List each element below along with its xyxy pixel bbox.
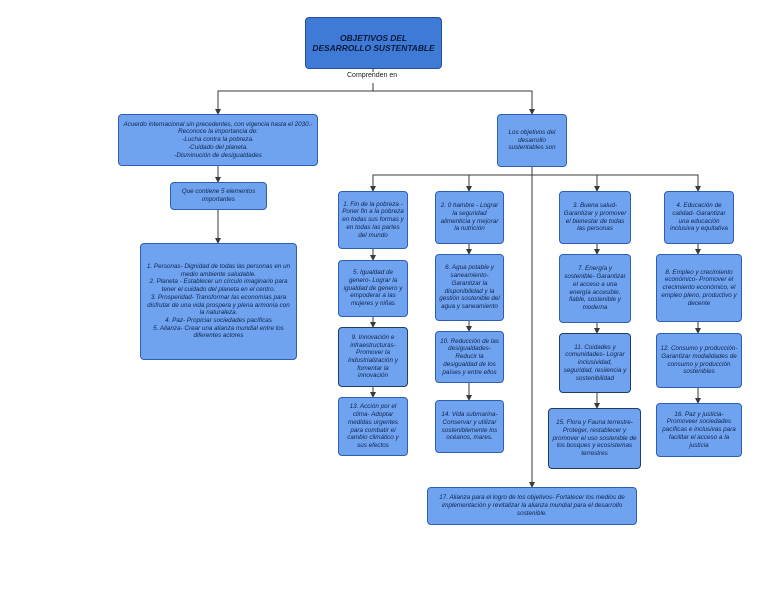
goal-15-node[interactable]: 15. Flora y Fauna terrestre- Proteger, r… <box>548 408 641 469</box>
goal-5-node[interactable]: 5. Igualdad de genero- Lograr la igualda… <box>338 260 408 317</box>
goal-3-node[interactable]: 3. Buena salud- Garantizar y promover el… <box>559 191 631 244</box>
goal-11-node[interactable]: 11. Cuidades y comunidades- Lograr inclu… <box>559 333 631 393</box>
goal-1-node[interactable]: 1. Fin de la pobreza - Poner fin a la po… <box>338 191 408 249</box>
goal-8-node[interactable]: 8. Empleo y crecimiento económico- Promo… <box>656 254 742 322</box>
goal-6-node[interactable]: 6. Agua potable y saneamiento- Garantiza… <box>435 254 504 321</box>
elements-title-node[interactable]: Que contiene 5 elementos importantes <box>170 182 267 210</box>
goal-14-node[interactable]: 14. Vida submarina- Conservar y utilizar… <box>435 400 504 453</box>
objectives-intro-node[interactable]: Los objetivos del desarrollo sustentable… <box>497 114 567 167</box>
goal-4-node[interactable]: 4. Educación de calidad- Garantizar una … <box>664 191 734 244</box>
goal-13-node[interactable]: 13. Acción por el clima- Adoptar medidas… <box>338 397 408 456</box>
goal-7-node[interactable]: 7. Energía y sostenible- Garantizar el a… <box>559 254 631 323</box>
elements-list-node[interactable]: 1. Personas- Dignidad de todas las perso… <box>140 243 297 360</box>
goal-9-node[interactable]: 9. Innovación e infraestructuras- Promov… <box>338 327 408 387</box>
goal-16-node[interactable]: 16. Paz y justicia- Promoveer sociedades… <box>656 403 742 457</box>
goal-12-node[interactable]: 12. Consumo y producción- Garantizar mod… <box>656 333 742 388</box>
comprenden-en-label: Comprenden en <box>345 72 400 79</box>
main-title[interactable]: OBJETIVOS DEL DESARROLLO SUSTENTABLE <box>305 17 442 69</box>
goal-17-node[interactable]: 17. Alianza para el logro de los objetiv… <box>427 487 637 525</box>
goal-10-node[interactable]: 10. Reducción de las desigualdades- Redu… <box>435 331 504 383</box>
goal-2-node[interactable]: 2. 0 hambre - Lograr la seguridad alimen… <box>435 191 504 244</box>
agreement-node[interactable]: Acuerdo internacional sin precedentes, c… <box>118 114 318 166</box>
